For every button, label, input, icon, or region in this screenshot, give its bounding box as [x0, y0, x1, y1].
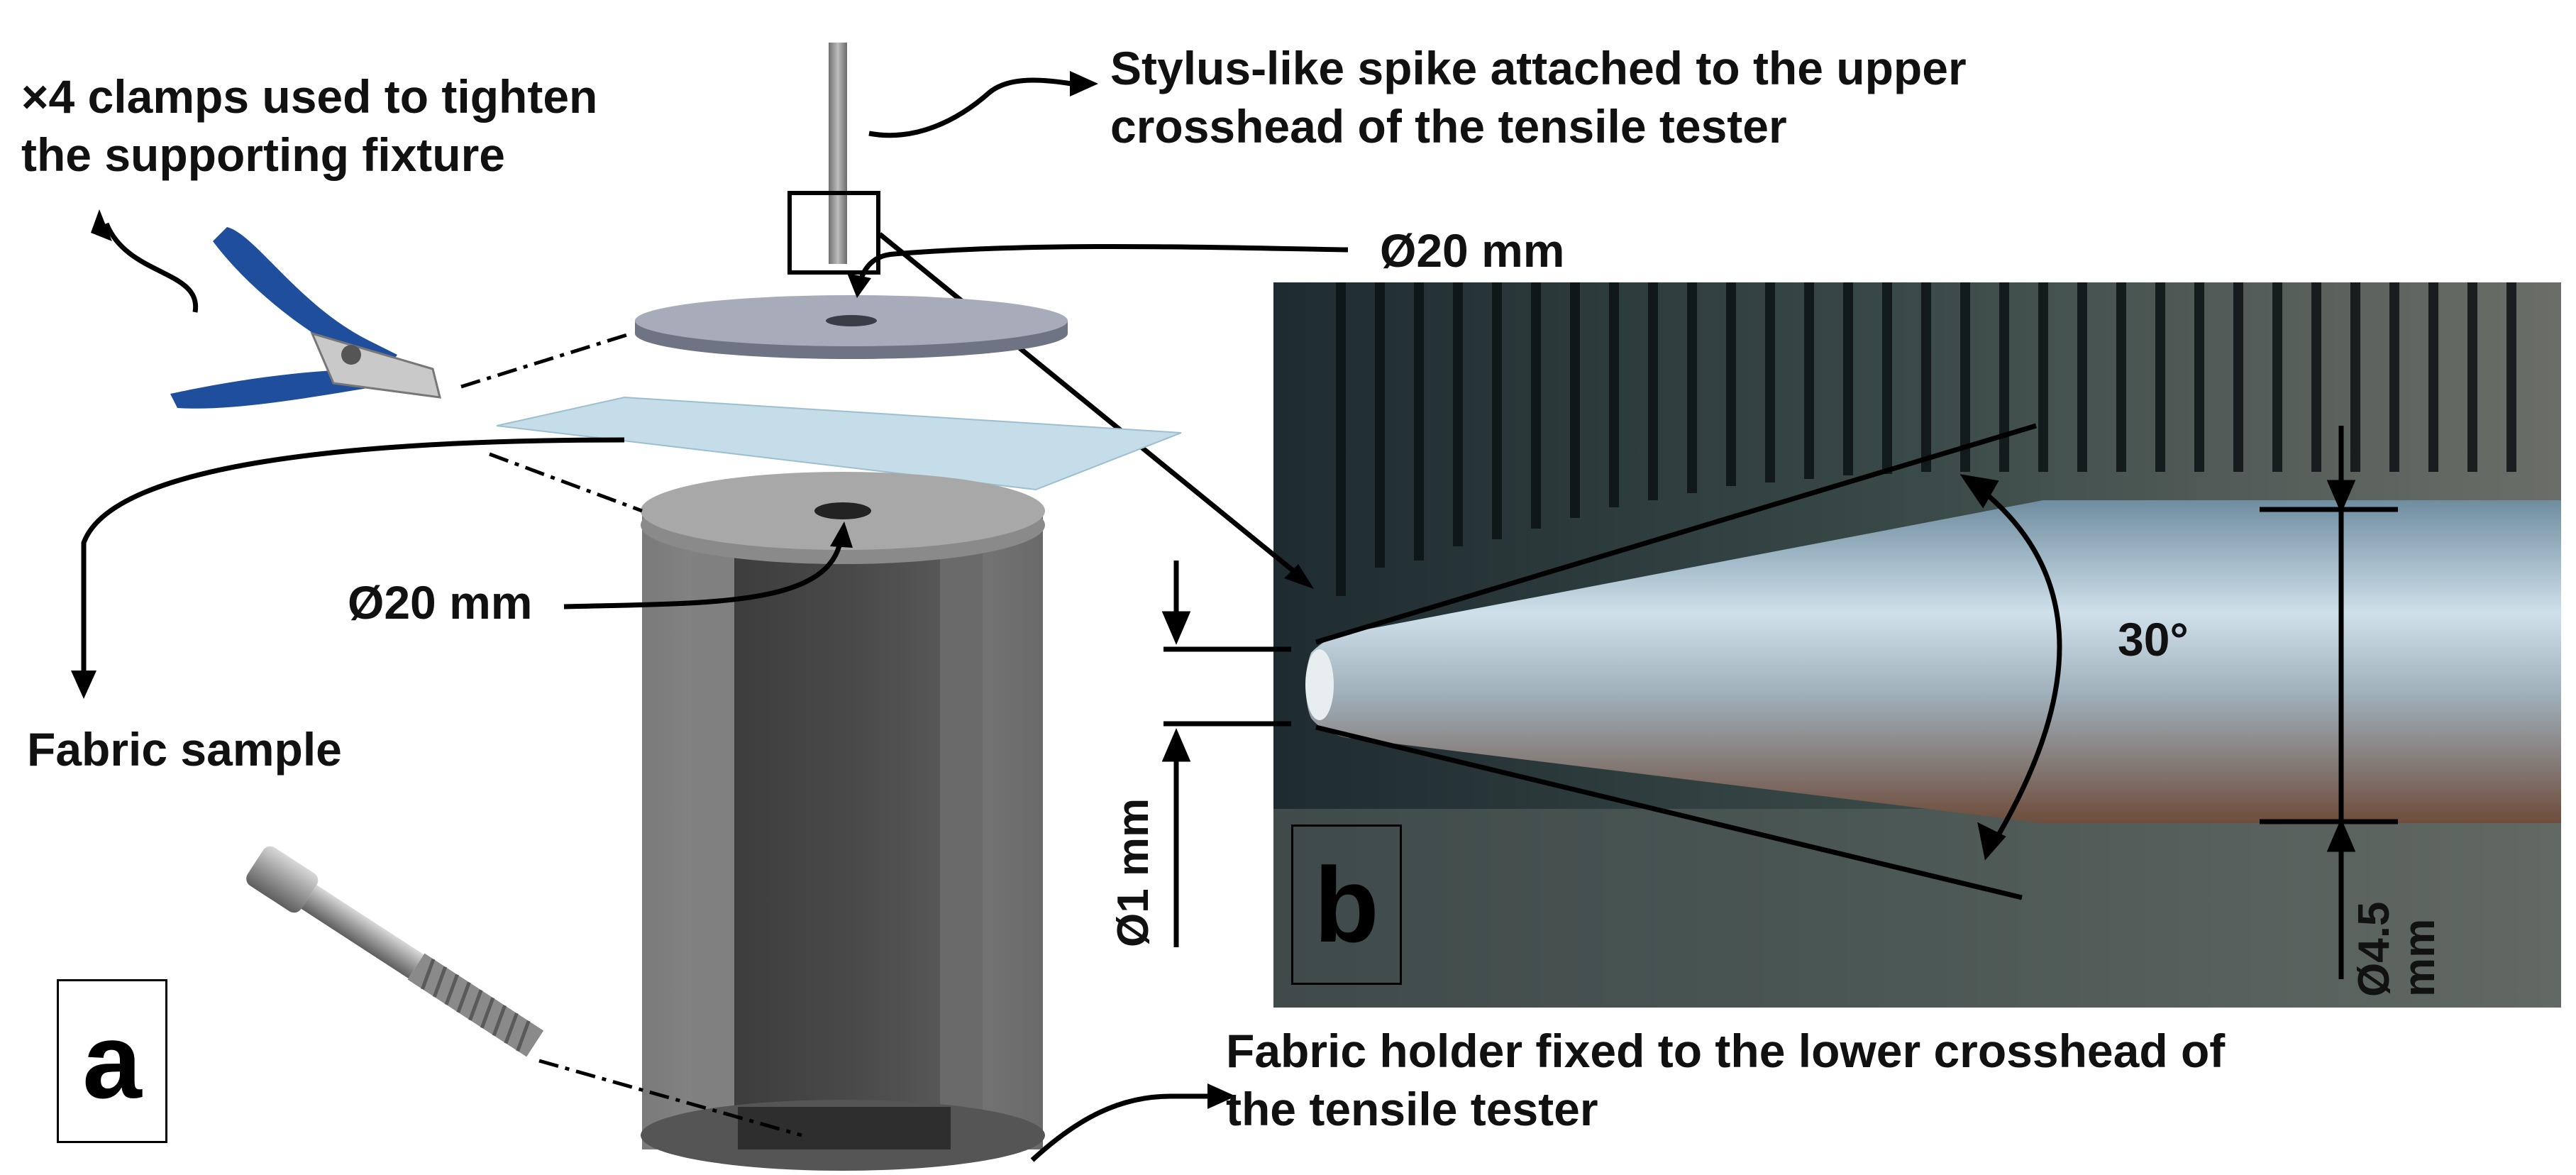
fabric-sample-label: Fabric sample	[27, 723, 342, 776]
holder-icon	[641, 472, 1045, 1171]
screw-icon	[246, 846, 544, 1057]
top-diameter-label: Ø20 mm	[1380, 224, 1565, 277]
angle-label: 30°	[2118, 613, 2189, 666]
holder-label-line-1: Fabric holder fixed to the lower crosshe…	[1226, 1025, 2226, 1077]
spike-tip	[1305, 649, 1334, 720]
callout-arrowheads	[71, 71, 1236, 1109]
stylus-label: Stylus-like spike attached to the upper …	[1110, 39, 1967, 155]
stylus-label-line-2: crosshead of the tensile tester	[1110, 100, 1787, 153]
callout-arrows	[81, 77, 1349, 1162]
holder-diameter-label: Ø20 mm	[348, 576, 533, 629]
zoom-leader	[878, 232, 1309, 584]
panel-a-label: a	[57, 979, 167, 1143]
tip-dimension	[1161, 561, 1291, 947]
spike-icon	[787, 43, 880, 275]
spike-cone	[1305, 500, 2561, 823]
shaft-diameter-line-2: mm	[2395, 918, 2444, 997]
tip-diameter-label: Ø1 mm	[1109, 798, 1158, 947]
ruler-marks	[1336, 282, 2516, 596]
clamps-label-line-1: ×4 clamps used to tighten	[21, 70, 598, 123]
spike-photo	[1273, 282, 2561, 1008]
panel-b-label: b	[1291, 824, 1402, 985]
shaft-diameter-label: Ø4.5 mm	[2350, 901, 2444, 997]
clamps-label: ×4 clamps used to tighten the supporting…	[21, 67, 597, 184]
holder-label: Fabric holder fixed to the lower crosshe…	[1226, 1022, 2225, 1138]
angle-lines	[1315, 423, 2062, 900]
holder-label-line-2: the tensile tester	[1226, 1083, 1598, 1135]
shaft-diameter-line-1: Ø4.5	[2350, 901, 2399, 997]
shaft-dimension	[2260, 426, 2398, 979]
assembly-guides	[460, 331, 802, 1137]
clamp-icon	[170, 227, 441, 409]
fabric-sheet-icon	[496, 396, 1182, 491]
clamps-label-line-2: the supporting fixture	[21, 128, 505, 181]
stylus-label-line-1: Stylus-like spike attached to the upper	[1110, 42, 1967, 94]
plate-icon	[635, 295, 1068, 359]
